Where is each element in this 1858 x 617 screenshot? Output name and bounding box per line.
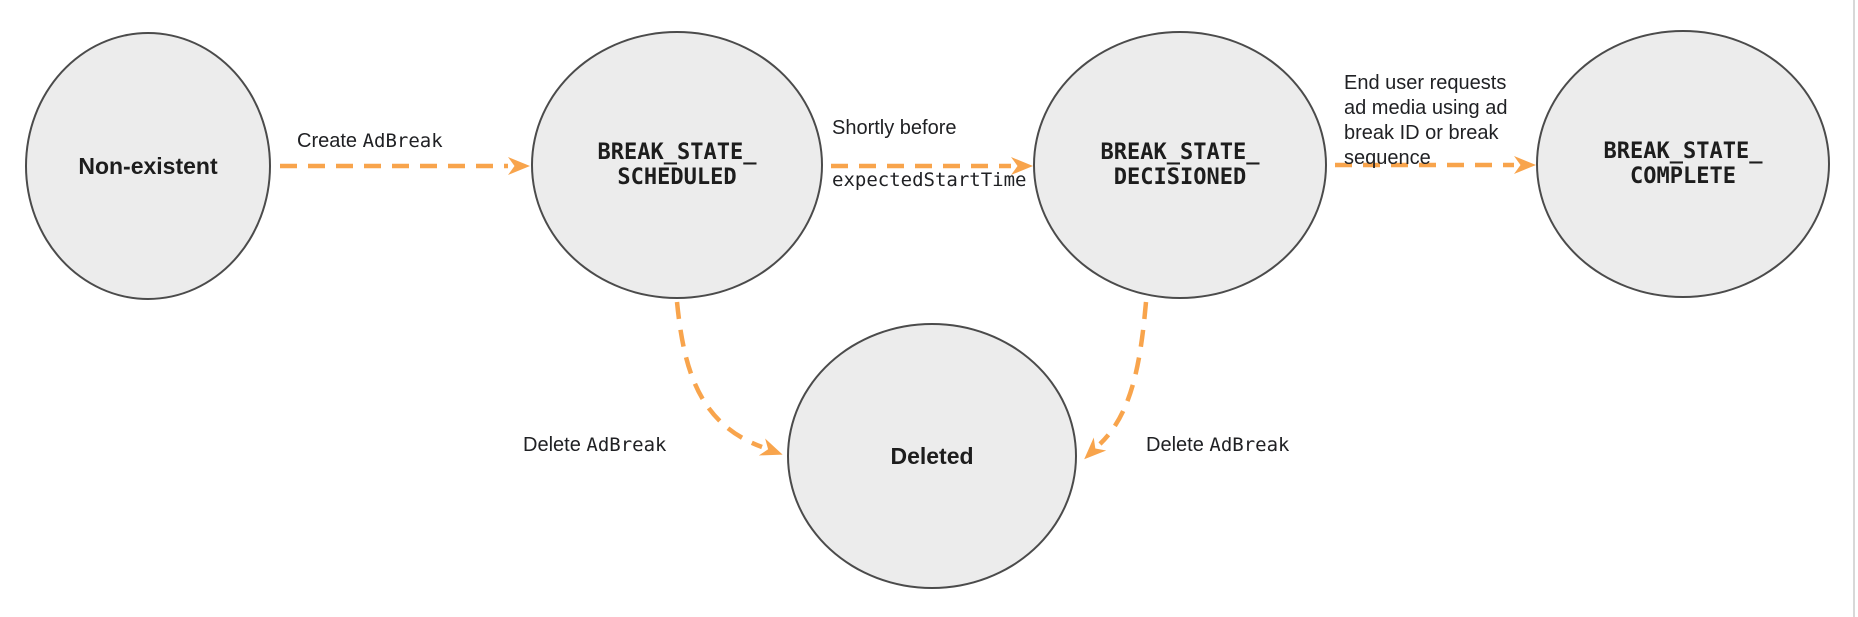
page-edge-line [1853,0,1855,617]
edge-label-text-sans: Delete [1146,434,1210,456]
state-node-label: Non-existent [78,152,218,179]
edge-label-end-user-requests: End user requests ad media using ad brea… [1344,46,1507,171]
edge-label-text-sans: Delete [523,434,587,456]
edge-label-text-sans: End user requests ad media using ad brea… [1344,72,1508,169]
edge-label-text-mono: AdBreak [586,434,667,456]
state-node-label: BREAK_STATE_ DECISIONED [1100,140,1260,190]
state-node-non-existent: Non-existent [25,32,271,300]
state-node-break-state-scheduled: BREAK_STATE_ SCHEDULED [531,31,823,299]
state-node-break-state-complete: BREAK_STATE_ COMPLETE [1536,30,1830,298]
edge-label-text-mono: AdBreak [362,130,443,152]
state-node-label: Deleted [890,442,974,469]
edge-label-shortly-before-expectedstarttime: Shortly before expectedStartTime [832,89,1026,219]
state-node-deleted: Deleted [787,323,1077,589]
edge-delete-from-decisioned-arrow [1084,301,1149,460]
edge-label-delete-adbreak-right: Delete AdBreak [1146,406,1289,458]
edge-label-text-sans: Shortly before [832,117,957,139]
edge-label-text-mono: AdBreak [1209,434,1290,456]
edge-label-delete-adbreak-left: Delete AdBreak [523,406,666,458]
state-node-label: BREAK_STATE_ SCHEDULED [597,140,757,190]
edge-label-text-mono: expectedStartTime [832,169,1027,191]
edge-label-create-adbreak: Create AdBreak [297,102,443,154]
edge-delete-from-scheduled-arrow [674,301,783,456]
state-node-break-state-decisioned: BREAK_STATE_ DECISIONED [1033,31,1327,299]
edge-label-text-sans: Create [297,130,363,152]
state-node-label: BREAK_STATE_ COMPLETE [1603,139,1763,189]
